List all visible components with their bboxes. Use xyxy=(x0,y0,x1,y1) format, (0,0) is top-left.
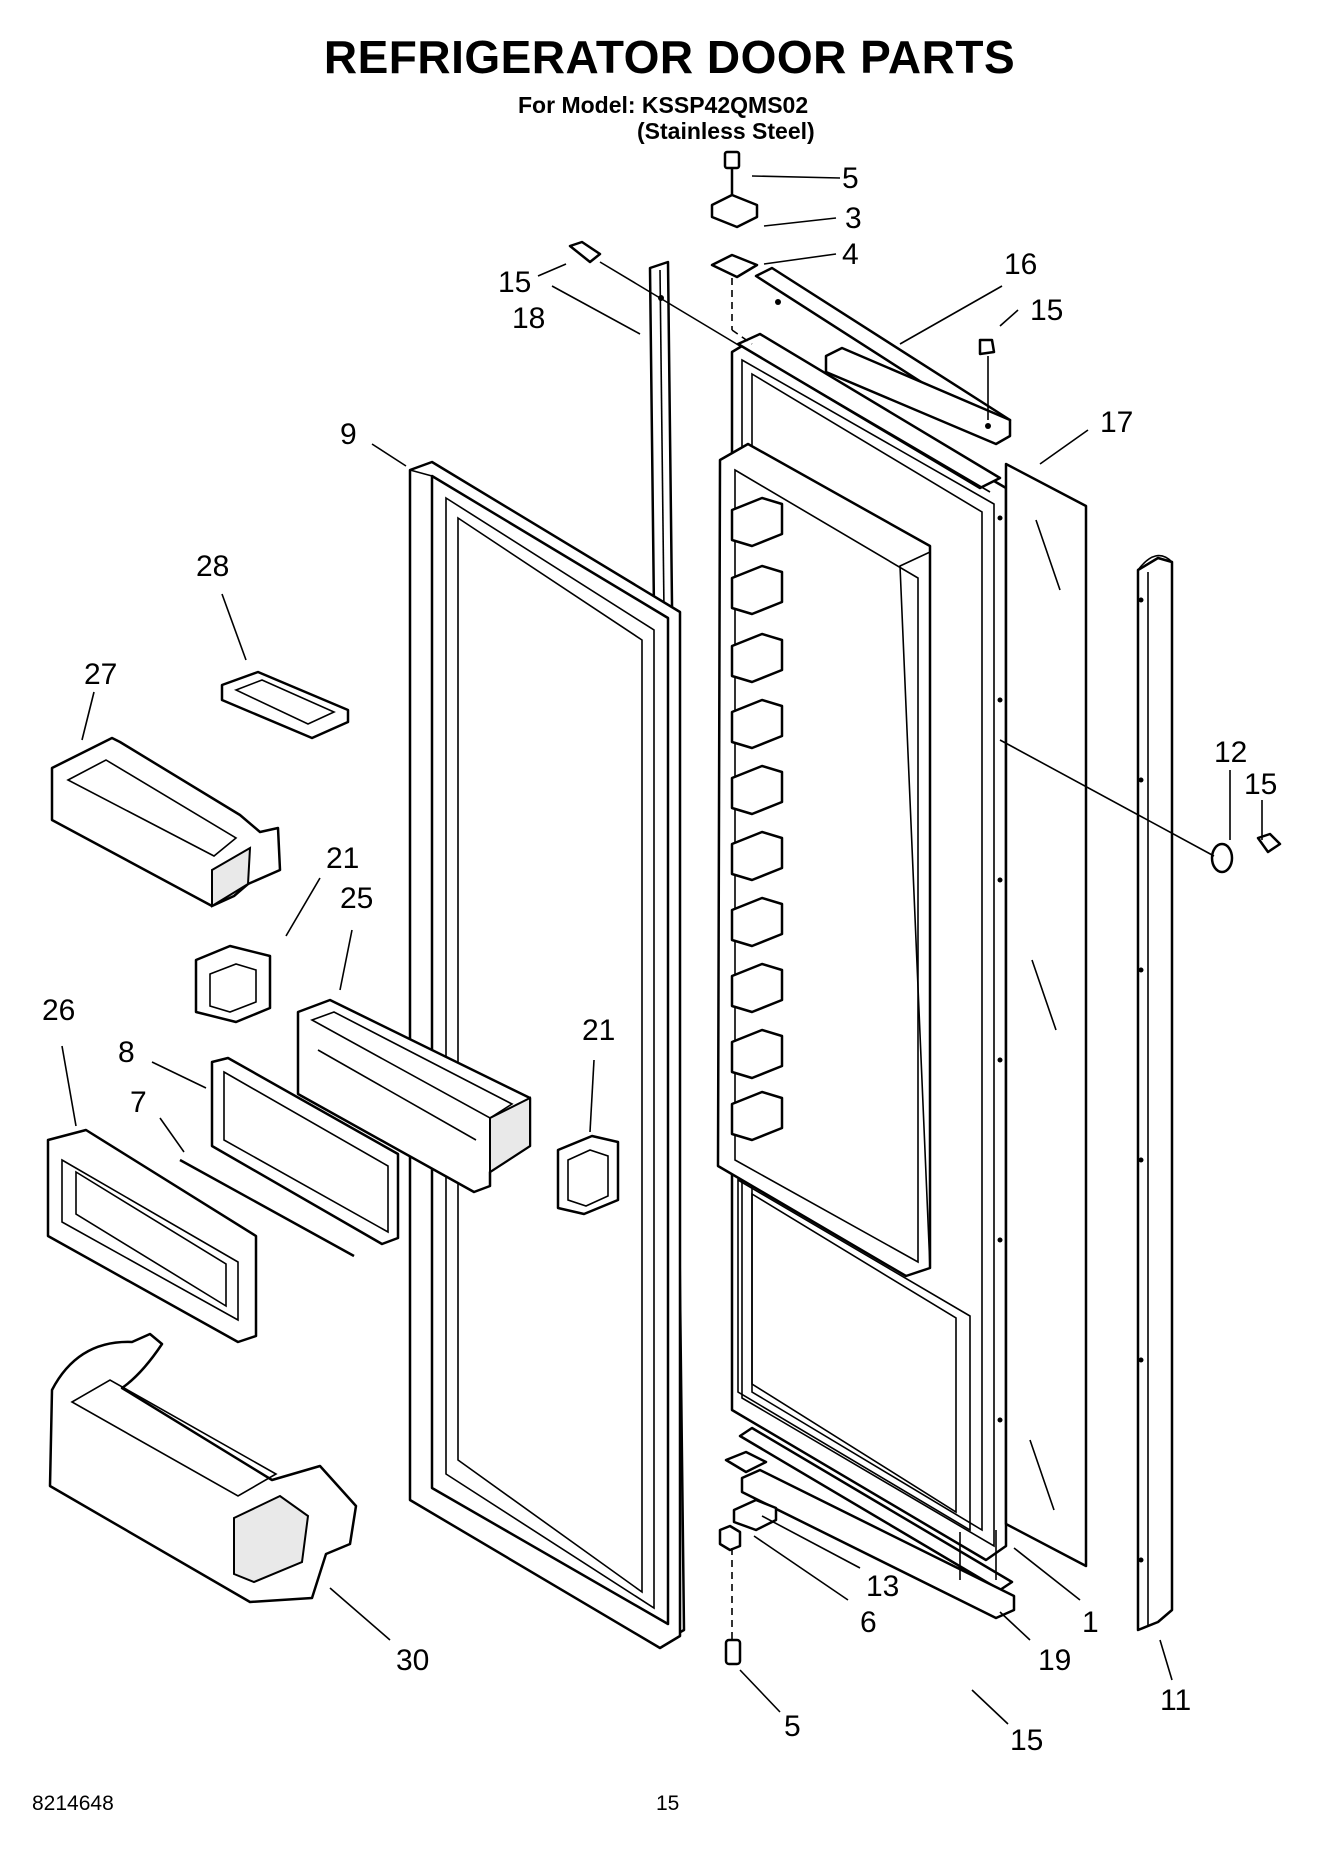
callout-28: 28 xyxy=(196,550,229,583)
callout-7: 7 xyxy=(130,1086,147,1119)
callout-13: 13 xyxy=(866,1570,899,1603)
callout-18: 18 xyxy=(512,302,545,335)
callout-21-mid: 21 xyxy=(582,1014,615,1047)
callout-4: 4 xyxy=(842,238,859,271)
callout-11: 11 xyxy=(1160,1684,1191,1717)
callout-16: 16 xyxy=(1004,248,1037,281)
part-3-4-5-top-hinge xyxy=(710,150,759,345)
part-26-dairy-door xyxy=(46,1128,258,1344)
callout-5-bottom: 5 xyxy=(784,1710,801,1743)
part-9-door-gasket xyxy=(408,460,682,1650)
callout-5-top: 5 xyxy=(842,162,859,195)
callout-leaders xyxy=(61,175,1263,1725)
callout-19: 19 xyxy=(1038,1644,1071,1677)
callout-25: 25 xyxy=(340,882,373,915)
finish-line: (Stainless Steel) xyxy=(637,118,815,144)
part-8-gasket-frame xyxy=(210,1056,400,1246)
part-12-washer xyxy=(999,739,1234,874)
part-27-door-bin xyxy=(50,736,282,908)
callout-3: 3 xyxy=(845,202,862,235)
callout-15-top-right: 15 xyxy=(1030,294,1063,327)
callout-27: 27 xyxy=(84,658,117,691)
model-line: For Model: KSSP42QMS02 xyxy=(518,92,809,118)
callout-1: 1 xyxy=(1082,1606,1099,1639)
callout-9: 9 xyxy=(340,418,357,451)
callout-15-right: 15 xyxy=(1244,768,1277,801)
part-25-dairy-compartment xyxy=(296,998,532,1194)
callout-26: 26 xyxy=(42,994,75,1027)
callout-30: 30 xyxy=(396,1644,429,1677)
part-7-rod xyxy=(179,1158,355,1258)
callout-17: 17 xyxy=(1100,406,1133,439)
part-21-bin-supports xyxy=(194,944,620,1216)
part-11-side-trim xyxy=(1136,554,1174,1632)
part-6-13-19-bottom-hinge xyxy=(718,1426,1016,1666)
doc-number: 8214648 xyxy=(32,1792,114,1815)
page-title: REFRIGERATOR DOOR PARTS xyxy=(323,31,1016,83)
shelf-cleats xyxy=(730,496,784,1142)
callout-6: 6 xyxy=(860,1606,877,1639)
part-30-large-bin xyxy=(48,1332,358,1604)
part-16-top-channel xyxy=(754,266,1012,446)
callout-15-bottom: 15 xyxy=(1010,1724,1043,1757)
callout-21-left: 21 xyxy=(326,842,359,875)
callout-12: 12 xyxy=(1214,736,1247,769)
callout-15-top-left: 15 xyxy=(498,266,531,299)
part-28-small-bin xyxy=(220,670,350,740)
page-number: 15 xyxy=(656,1792,680,1815)
part-1-door-liner xyxy=(716,332,1008,1562)
callout-numbers: 5 3 4 16 15 18 15 17 9 28 27 12 15 21 25… xyxy=(42,162,1277,1757)
callout-8: 8 xyxy=(118,1036,135,1069)
part-17-outer-panel xyxy=(1004,462,1088,1568)
